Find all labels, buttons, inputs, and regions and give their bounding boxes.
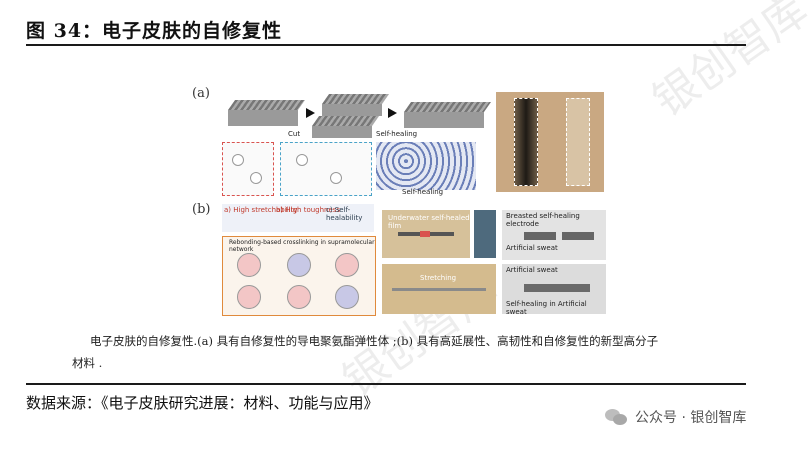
properties-strip: a) High stretchability b) High toughness… — [222, 204, 374, 232]
diagonal-watermark: 银创智库 — [643, 0, 810, 128]
stretching-photo: Stretching — [382, 264, 496, 314]
underwater-photo: Underwater self-healed film — [382, 210, 470, 258]
photo-caption: Stretching — [420, 274, 457, 282]
network-diagram: Rebonding-based crosslinking in supramol… — [222, 236, 376, 316]
material-slab — [312, 116, 380, 138]
photo-caption: Artificial sweat — [506, 244, 558, 252]
panel-a-label: (a) — [192, 86, 210, 101]
self-healing-label: Self-healing — [402, 188, 444, 196]
account-name: 公众号 · 银创智库 — [635, 410, 747, 426]
property-label: a) High stretchability — [224, 206, 298, 214]
network-schematic — [376, 142, 476, 190]
cut-label: Cut — [288, 130, 301, 138]
material-slab — [322, 94, 390, 116]
arrow-icon — [388, 108, 397, 118]
molecule-box-blue — [280, 142, 372, 196]
sweat-photo: Artificial sweat Self-healing in Artific… — [502, 264, 606, 314]
figure-title: 图 34：电子皮肤的自修复性 — [26, 20, 283, 42]
wechat-icon — [605, 407, 629, 427]
figure-image: (a) Cut Self-healing Self-healing (b) a)… — [190, 80, 610, 320]
molecule-box-red — [222, 142, 274, 196]
photo-caption: Underwater self-healed film — [388, 214, 470, 230]
property-label: c) Self-healability — [326, 206, 363, 222]
self-healing-label: Self-healing — [376, 130, 418, 138]
molecule-ring — [250, 172, 262, 184]
caption-line-2: 材料 . — [72, 356, 103, 370]
caption-line-1: 电子皮肤的自修复性.(a) 具有自修复性的导电聚氨酯弹性体 ;(b) 具有高延展… — [90, 334, 659, 348]
photo-caption: Self-healing in Artificial sweat — [506, 300, 587, 314]
molecule-ring — [296, 154, 308, 166]
photo-caption: Artificial sweat — [506, 266, 558, 274]
molecule-ring — [232, 154, 244, 166]
vial-photo — [474, 210, 496, 258]
molecule-ring — [330, 172, 342, 184]
electrode-photo: Breasted self-healing electrode Artifici… — [502, 210, 606, 260]
network-label: Rebonding-based crosslinking in supramol… — [229, 239, 375, 253]
material-slab — [228, 100, 306, 126]
data-source: 数据来源：《电子皮肤研究进展：材料、功能与应用》 — [26, 394, 379, 412]
panel-b-label: (b) — [192, 202, 211, 217]
arrow-icon — [306, 108, 315, 118]
figure-caption: 电子皮肤的自修复性.(a) 具有自修复性的导电聚氨酯弹性体 ;(b) 具有高延展… — [72, 330, 762, 374]
material-slab — [404, 102, 492, 128]
bottom-rule — [26, 383, 746, 385]
film-photo — [496, 92, 604, 192]
top-rule — [26, 44, 746, 46]
wechat-watermark: 公众号 · 银创智库 — [605, 407, 746, 427]
property-label: b) High toughness — [276, 206, 341, 214]
photo-caption: Breasted self-healing electrode — [506, 212, 580, 228]
